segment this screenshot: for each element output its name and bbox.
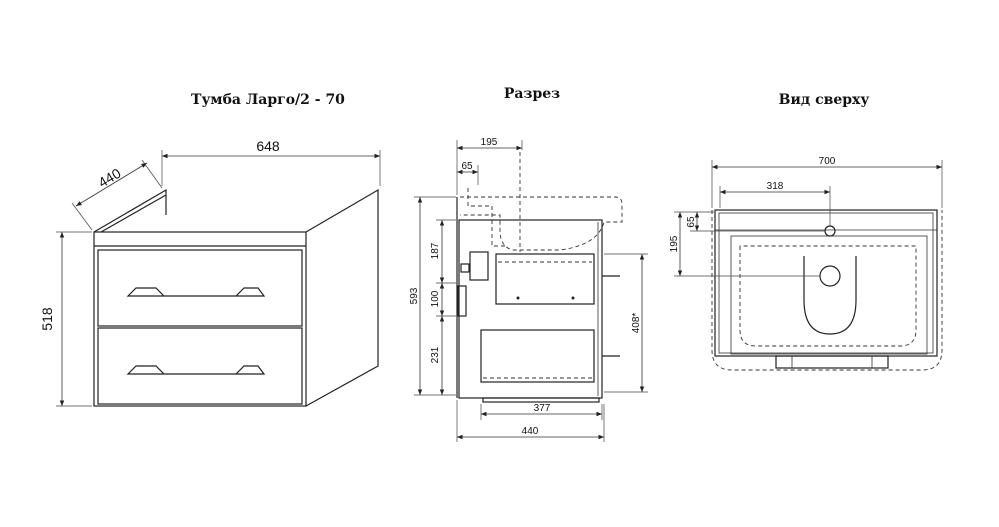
- cabinet-front-face: [93, 231, 307, 407]
- title-section-view: Разрез: [504, 86, 560, 102]
- dim-65-label: 65: [461, 161, 473, 172]
- cabinet-left-top-edge: [93, 188, 167, 233]
- drawer-upper: [97, 249, 303, 327]
- countertop-outline: [711, 210, 943, 371]
- dim-187-label: 187: [430, 242, 441, 259]
- dim-width-label: 648: [256, 138, 280, 154]
- dim-440-label: 440: [522, 426, 539, 437]
- drawer-handle-upper: [126, 287, 266, 297]
- top-view-handle: [775, 355, 889, 369]
- dim-top-65-label: 65: [686, 216, 697, 228]
- dim-231-label: 231: [430, 346, 441, 363]
- dim-700-label: 700: [819, 156, 836, 167]
- dim-593-label: 593: [409, 287, 420, 304]
- dim-377-label: 377: [534, 403, 551, 414]
- top-view: 700 318 65 195: [669, 156, 943, 371]
- mounting-bracket-upper: [469, 251, 489, 281]
- wall-hook: [460, 263, 470, 273]
- cabinet-top-inner-edge: [100, 194, 167, 233]
- dim-line-depth: [75, 162, 148, 207]
- upper-drawer-box: [495, 253, 595, 305]
- dim-depth-label: 440: [95, 165, 123, 191]
- basin-outline: [460, 196, 623, 251]
- tap-hole: [824, 225, 836, 237]
- mounting-bracket-lower: [457, 285, 467, 317]
- dim-top-195-label: 195: [669, 235, 680, 252]
- dim-100-label: 100: [430, 290, 441, 307]
- siphon-outline: [467, 188, 505, 247]
- plinth: [482, 397, 600, 403]
- drawer-outline: [730, 235, 928, 355]
- basin-inner-outline: [739, 245, 917, 347]
- drain-hole: [819, 265, 841, 287]
- drawer-handle-lower: [126, 365, 266, 375]
- drawer-lower: [97, 327, 303, 405]
- title-top-view: Вид сверху: [779, 92, 870, 108]
- dim-195-label: 195: [481, 137, 498, 148]
- dim-318-label: 318: [767, 181, 784, 192]
- siphon-cutout: [803, 256, 857, 335]
- cabinet-right-side: [305, 188, 379, 407]
- dim-408-label: 408*: [631, 313, 642, 334]
- front-view: 648 440 518: [39, 138, 381, 407]
- section-view: 195 65 593 187 100 231 408* 377 4: [409, 137, 648, 442]
- dim-height-label: 518: [39, 307, 55, 331]
- lower-drawer-box: [480, 329, 595, 383]
- title-front-view: Тумба Ларго/2 - 70: [191, 92, 345, 108]
